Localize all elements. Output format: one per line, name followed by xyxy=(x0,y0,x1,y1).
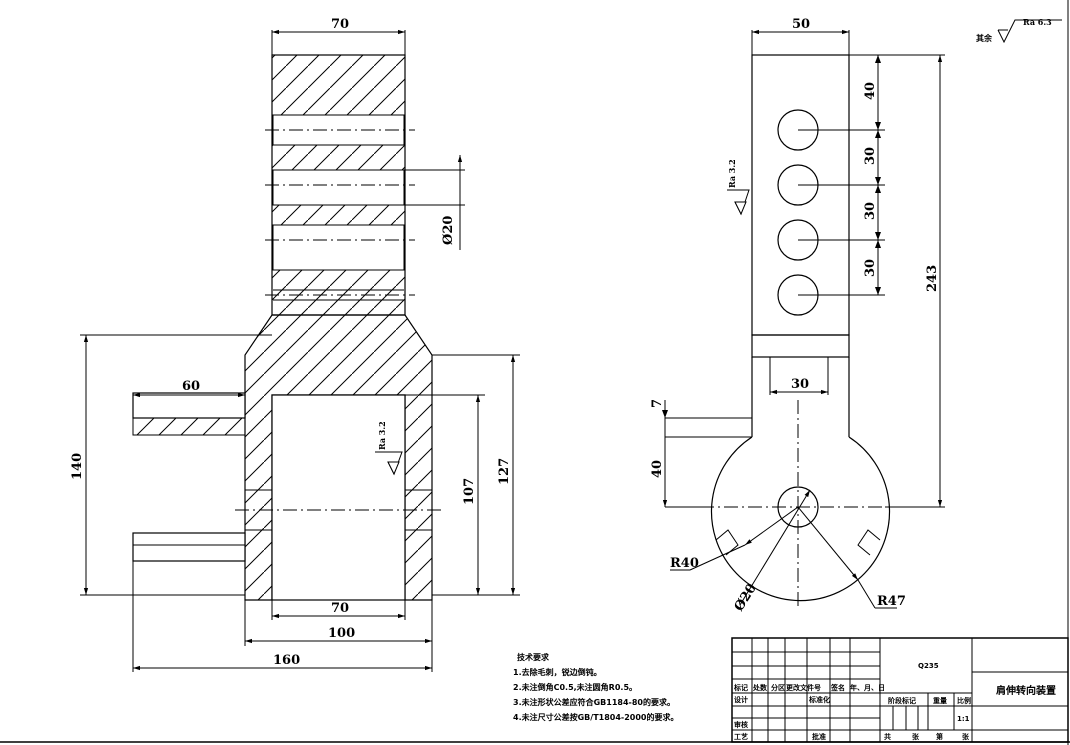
roughness-left: Ra 3.2 xyxy=(375,421,403,476)
title-block xyxy=(731,637,1069,743)
svg-text:其余: 其余 xyxy=(976,33,993,43)
tech-title: 技术要求 xyxy=(517,652,550,662)
tech-item-4: 4.未注尺寸公差按GB/T1804-2000的要求。 xyxy=(513,712,679,722)
roughness-default: 其余 Ra 6.3 xyxy=(976,17,1062,44)
tech-item-2: 2.未注倒角C0.5,未注圆角R0.5。 xyxy=(513,682,637,692)
tech-item-1: 1.去除毛刺，锐边倒钝。 xyxy=(513,667,602,677)
svg-text:Ra 6.3: Ra 6.3 xyxy=(1023,17,1052,27)
roughness-right: Ra 3.2 xyxy=(727,159,750,216)
drawing-name: 肩伸转向装置 xyxy=(996,684,1056,697)
svg-text:批准: 批准 xyxy=(812,732,826,741)
svg-text:阶段标记: 阶段标记 xyxy=(888,696,916,705)
dim-70-inner: 70 xyxy=(331,601,349,616)
dim-140: 140 xyxy=(70,453,85,480)
svg-text:标准化: 标准化 xyxy=(808,695,830,704)
tech-item-3: 3.未注形状公差应符合GB1184-80的要求。 xyxy=(513,697,675,707)
dim-160: 160 xyxy=(273,653,300,668)
dim-pitch-30c: 30 xyxy=(863,259,878,277)
dim-243: 243 xyxy=(925,265,940,292)
dim-107: 107 xyxy=(462,478,477,505)
material: Q235 xyxy=(918,662,939,670)
dim-30-slot: 30 xyxy=(791,377,809,392)
svg-text:比例: 比例 xyxy=(957,696,971,705)
dim-pitch-40: 40 xyxy=(863,82,878,100)
dim-50: 50 xyxy=(792,17,810,32)
dim-r47: R47 xyxy=(877,594,906,609)
dim-70-top: 70 xyxy=(331,17,349,32)
right-view: 50 40 30 30 30 243 30 xyxy=(650,17,945,614)
svg-text:设计: 设计 xyxy=(734,695,748,704)
svg-text:第: 第 xyxy=(936,732,943,741)
svg-text:标记: 标记 xyxy=(733,683,748,692)
tech-requirements: 技术要求 1.去除毛刺，锐边倒钝。 2.未注倒角C0.5,未注圆角R0.5。 3… xyxy=(513,652,679,722)
svg-text:1:1: 1:1 xyxy=(957,715,970,723)
svg-text:处数: 处数 xyxy=(752,683,768,692)
dim-60: 60 xyxy=(182,379,200,394)
dim-r40: R40 xyxy=(670,556,699,571)
dim-100: 100 xyxy=(328,626,355,641)
svg-text:分区: 分区 xyxy=(771,683,785,692)
svg-text:签名: 签名 xyxy=(830,683,845,692)
svg-text:更改文件号: 更改文件号 xyxy=(786,683,821,692)
dim-dia20-left: Ø20 xyxy=(441,216,456,245)
svg-text:共: 共 xyxy=(884,732,891,741)
dim-7: 7 xyxy=(650,399,665,408)
svg-text:工艺: 工艺 xyxy=(734,732,748,741)
left-view: 70 60 Ø20 140 107 127 70 100 160 xyxy=(70,17,520,672)
svg-text:审核: 审核 xyxy=(734,720,748,729)
svg-text:张: 张 xyxy=(912,732,920,741)
dim-pitch-30b: 30 xyxy=(863,202,878,220)
title-block-text: Q235 肩伸转向装置 标记 处数 分区 更改文件号 签名 年、月、日 设计 标… xyxy=(733,662,1056,741)
dim-dia20-right: Ø20 xyxy=(732,581,760,614)
svg-text:重量: 重量 xyxy=(933,696,947,705)
svg-text:Ra 3.2: Ra 3.2 xyxy=(727,159,737,188)
dim-127: 127 xyxy=(497,458,512,485)
svg-text:张: 张 xyxy=(962,732,970,741)
svg-text:年、月、日: 年、月、日 xyxy=(850,683,885,692)
dim-pitch-30a: 30 xyxy=(863,147,878,165)
dim-40-neck: 40 xyxy=(650,460,665,478)
svg-text:Ra 3.2: Ra 3.2 xyxy=(377,421,387,450)
